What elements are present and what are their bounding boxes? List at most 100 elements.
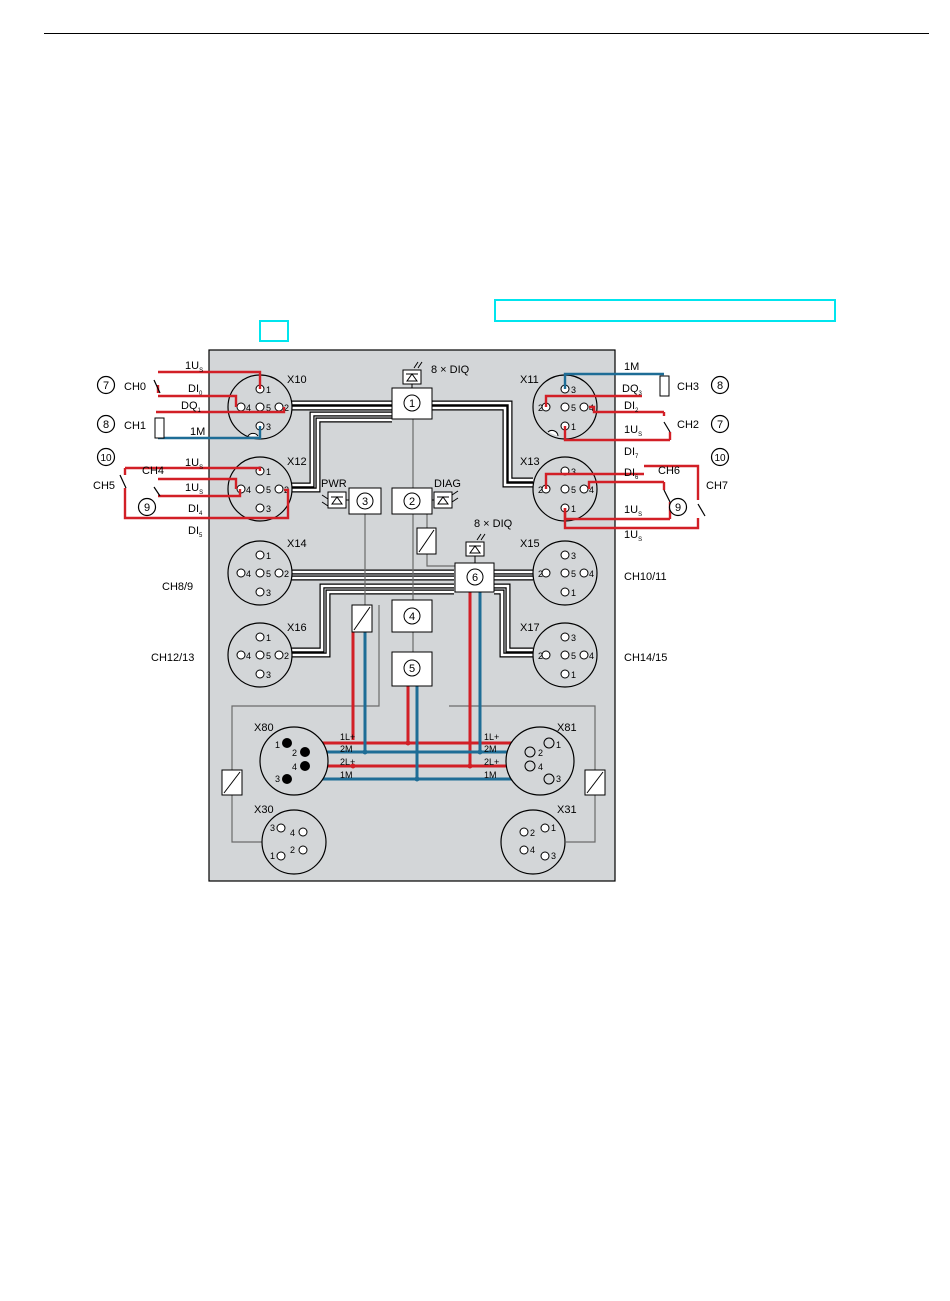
svg-text:4: 4 [589,569,594,579]
external-wiring-left [123,370,290,520]
svg-text:2M: 2M [340,744,353,754]
svg-text:1M: 1M [340,770,353,780]
svg-text:CH5: CH5 [93,480,115,492]
pwr-led-icon [321,491,349,509]
svg-text:5: 5 [571,651,576,661]
svg-text:1: 1 [571,422,576,432]
svg-text:1US: 1US [624,424,642,438]
connector-x17: 3 2 5 4 1 X17 [520,622,598,688]
svg-text:4: 4 [246,403,251,413]
svg-text:1: 1 [266,551,271,561]
svg-text:1M: 1M [624,361,639,373]
block-5: 5 [391,651,433,687]
svg-text:3: 3 [571,551,576,561]
svg-text:2: 2 [538,403,543,413]
svg-text:5: 5 [266,485,271,495]
svg-text:X13: X13 [520,456,540,468]
svg-text:5: 5 [266,403,271,413]
switch-icons [119,379,161,497]
svg-text:3: 3 [266,422,271,432]
svg-text:X12: X12 [287,456,307,468]
svg-text:2: 2 [538,569,543,579]
svg-text:2: 2 [284,403,289,413]
svg-text:X10: X10 [287,374,307,386]
svg-text:CH2: CH2 [677,419,699,431]
svg-text:2: 2 [284,569,289,579]
svg-text:3: 3 [266,670,271,680]
svg-text:X30: X30 [254,804,274,816]
connector-x31: 1 2 4 3 X31 [500,804,577,875]
svg-text:3: 3 [556,774,561,784]
highlight-box-wide [494,299,836,322]
svg-text:CH1: CH1 [124,420,146,432]
svg-text:X14: X14 [287,538,307,550]
svg-text:2L+: 2L+ [340,757,355,767]
svg-text:1: 1 [266,633,271,643]
callout-9-left: 9 [137,497,157,517]
svg-text:1: 1 [266,467,271,477]
svg-text:1: 1 [409,398,415,410]
connector-x14: 1 4 5 2 3 X14 [227,538,307,606]
svg-text:4: 4 [530,845,535,855]
svg-text:CH14/15: CH14/15 [624,652,667,664]
svg-text:5: 5 [571,403,576,413]
actuator-icon [659,375,670,397]
left-labels: 1US DI0 DQ1 1M 1US 1US DI4 DI5 CH0 CH1 C… [93,360,205,664]
pwr-label: PWR [321,478,347,490]
svg-text:9: 9 [144,502,150,514]
svg-text:4: 4 [409,611,415,623]
highlight-box-small [259,320,289,342]
actuator-icon [154,417,165,439]
svg-text:1: 1 [275,740,280,750]
isolation-icon [416,527,437,555]
led-icon [465,533,486,563]
svg-text:2: 2 [530,828,535,838]
svg-text:2L+: 2L+ [484,757,499,767]
svg-text:DI4: DI4 [188,503,203,517]
right-labels: 1M DQ3 DI2 1US DI7 DI6 1US 1US CH3 CH2 C… [622,361,728,664]
svg-text:5: 5 [266,651,271,661]
svg-text:DI2: DI2 [624,400,639,414]
page-top-rule [44,33,929,34]
svg-text:2: 2 [538,748,543,758]
svg-text:5: 5 [571,569,576,579]
svg-text:CH7: CH7 [706,480,728,492]
block-1: 1 [391,387,433,420]
svg-text:3: 3 [551,851,556,861]
svg-text:CH6: CH6 [658,465,680,477]
svg-text:3: 3 [266,588,271,598]
svg-text:2: 2 [292,748,297,758]
connector-x81: 1 2 4 3 X81 [505,722,577,796]
connector-x15: 3 2 5 4 1 X15 [520,538,598,606]
svg-text:4: 4 [246,651,251,661]
svg-text:2: 2 [290,845,295,855]
svg-text:1L+: 1L+ [340,732,355,742]
internal-thin-wires [231,419,596,843]
svg-text:8: 8 [103,419,109,431]
svg-text:4: 4 [589,485,594,495]
internal-bus [288,400,533,658]
svg-text:CH0: CH0 [124,381,146,393]
isolation-icon [351,604,373,633]
block-2: 2 [391,487,433,515]
svg-text:6: 6 [472,572,478,584]
svg-text:1M: 1M [190,426,205,438]
svg-text:1US: 1US [185,482,203,496]
svg-text:1US: 1US [185,457,203,471]
svg-text:9: 9 [675,502,681,514]
svg-text:DI6: DI6 [624,467,639,481]
svg-text:2: 2 [538,651,543,661]
svg-text:10: 10 [100,453,112,464]
callout-7-right: 7 [710,414,730,434]
svg-text:3: 3 [362,496,368,508]
svg-text:X80: X80 [254,722,274,734]
svg-text:3: 3 [275,774,280,784]
block-6: 6 [454,562,495,593]
svg-text:4: 4 [246,569,251,579]
svg-text:1: 1 [571,588,576,598]
block-3: 3 [348,487,382,515]
svg-text:CH10/11: CH10/11 [624,571,667,583]
svg-text:CH8/9: CH8/9 [162,581,193,593]
isolation-icon [221,769,243,796]
